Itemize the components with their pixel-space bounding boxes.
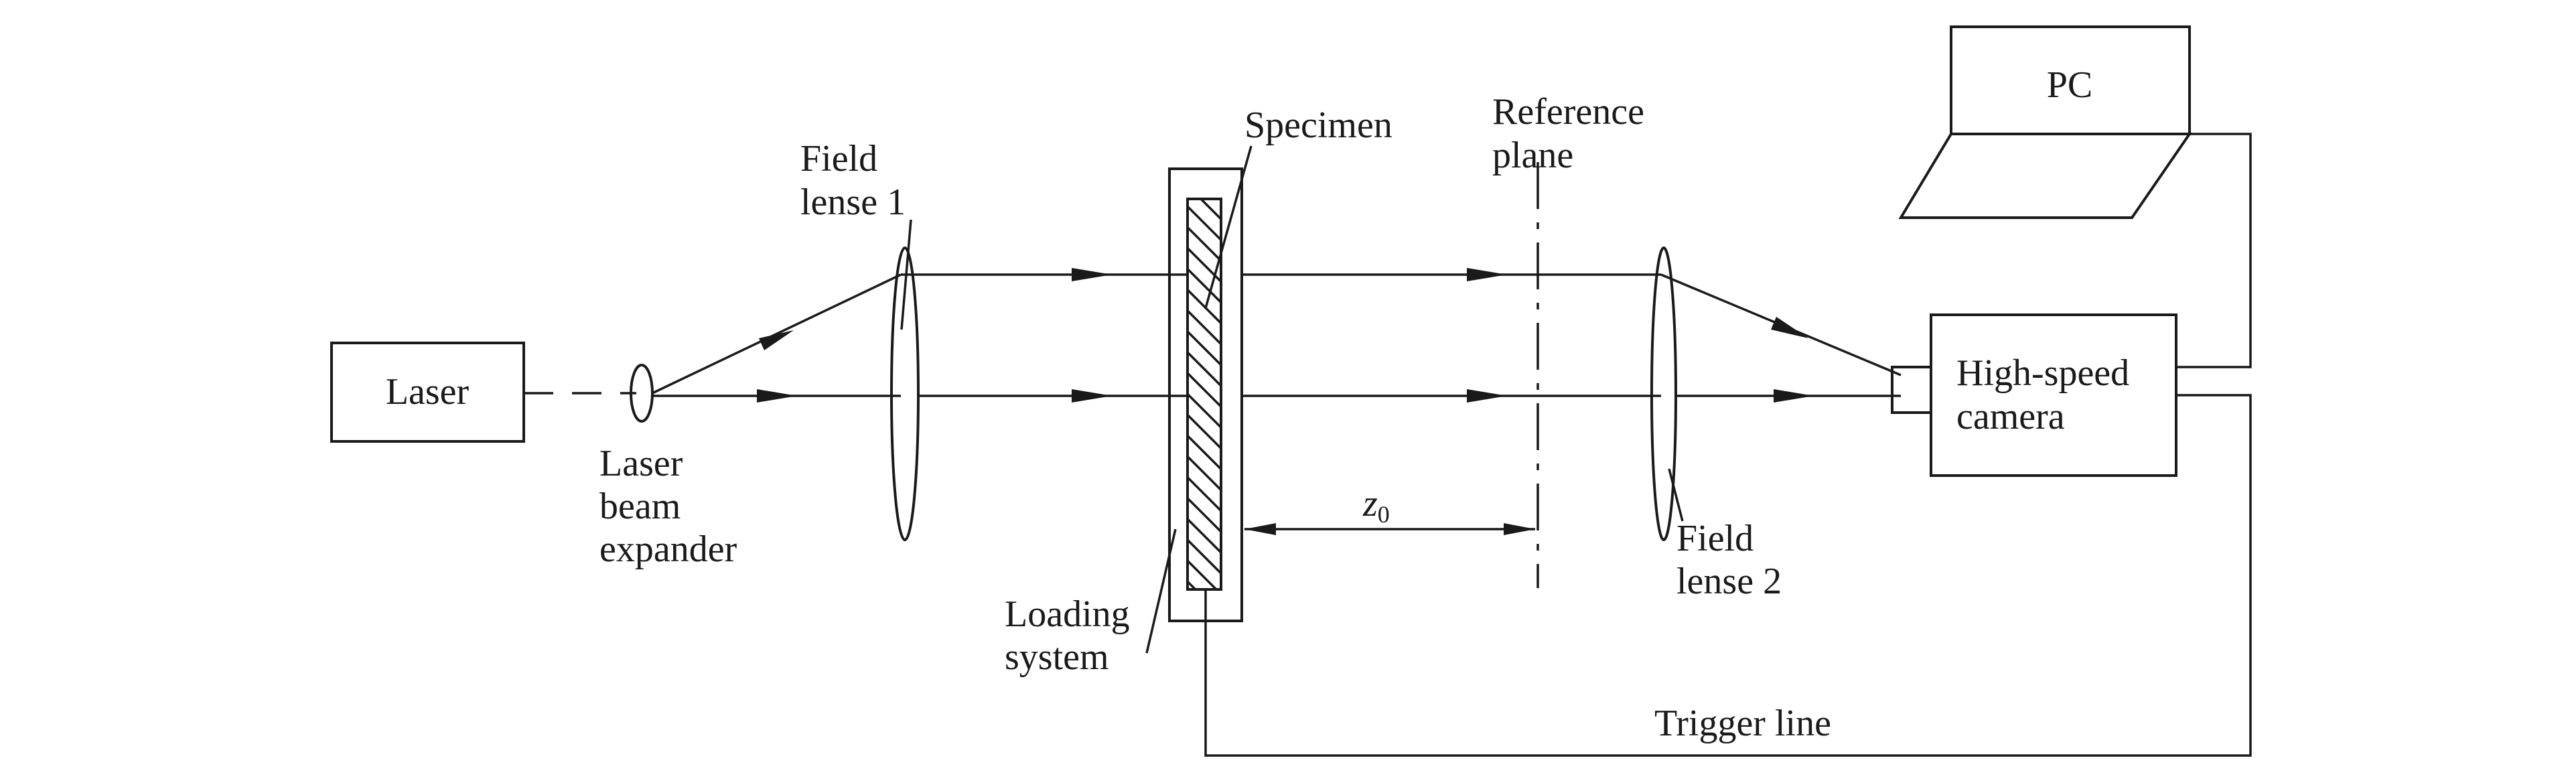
svg-text:Specimen: Specimen [1244,104,1392,146]
upper-beam-arrow-3 [1467,268,1507,281]
loading-system-label: Loading system [1005,593,1130,678]
svg-text:beam: beam [599,486,681,527]
upper-beam-arrow-2 [1072,268,1112,281]
svg-text:Loading: Loading [1005,593,1130,635]
upper-beam-arrow-4 [1771,317,1808,338]
z0-arrow-left [1244,523,1276,535]
laser-label: Laser [386,371,470,413]
field-lense-2 [1650,246,1677,541]
lower-beam-arrow-2 [1072,389,1112,403]
z0-arrow-right [1504,523,1535,535]
svg-text:Field: Field [800,138,877,180]
svg-text:lense 2: lense 2 [1676,561,1782,602]
specimen-leader [1204,145,1253,309]
pc-camera-cable [2176,133,2252,368]
field-lense-1-label: Field lense 1 [800,138,906,223]
svg-text:plane: plane [1492,135,1573,176]
loading-system-leader [1145,528,1177,654]
svg-text:system: system [1005,636,1109,678]
pc-label: PC [2047,64,2093,106]
svg-text:expander: expander [599,528,737,570]
field-lense-1 [890,246,920,541]
pc-keyboard [1898,133,2192,219]
trigger-line [1204,394,2252,757]
high-speed-camera: High-speed camera [1930,313,2177,477]
trigger-line-label: Trigger line [1654,703,1831,744]
field-lense-2-leader [1668,468,1684,522]
lower-beam-arrow-1 [757,389,797,403]
upper-diverging-beam [652,273,902,395]
specimen-label: Specimen [1244,104,1392,146]
laser-box: Laser [330,342,525,443]
svg-text:camera: camera [1956,396,2065,437]
upper-beam-arrow-1 [759,330,794,350]
z0-label: z0 [1362,483,1390,528]
svg-text:Field: Field [1676,518,1754,559]
svg-text:High-speed: High-speed [1956,352,2129,394]
svg-text:Laser: Laser [599,443,683,484]
reference-plane-label: Reference plane [1492,91,1644,176]
pc-laptop: PC [1898,25,2192,219]
svg-text:Reference: Reference [1492,91,1644,133]
specimen [1186,198,1222,591]
field-lense-2-label: Field lense 2 [1676,518,1782,602]
lower-beam-arrow-4 [1774,389,1814,403]
beam-expander-label: Laser beam expander [599,443,737,570]
lower-beam-arrow-3 [1467,389,1507,403]
svg-text:lense 1: lense 1 [800,182,906,223]
